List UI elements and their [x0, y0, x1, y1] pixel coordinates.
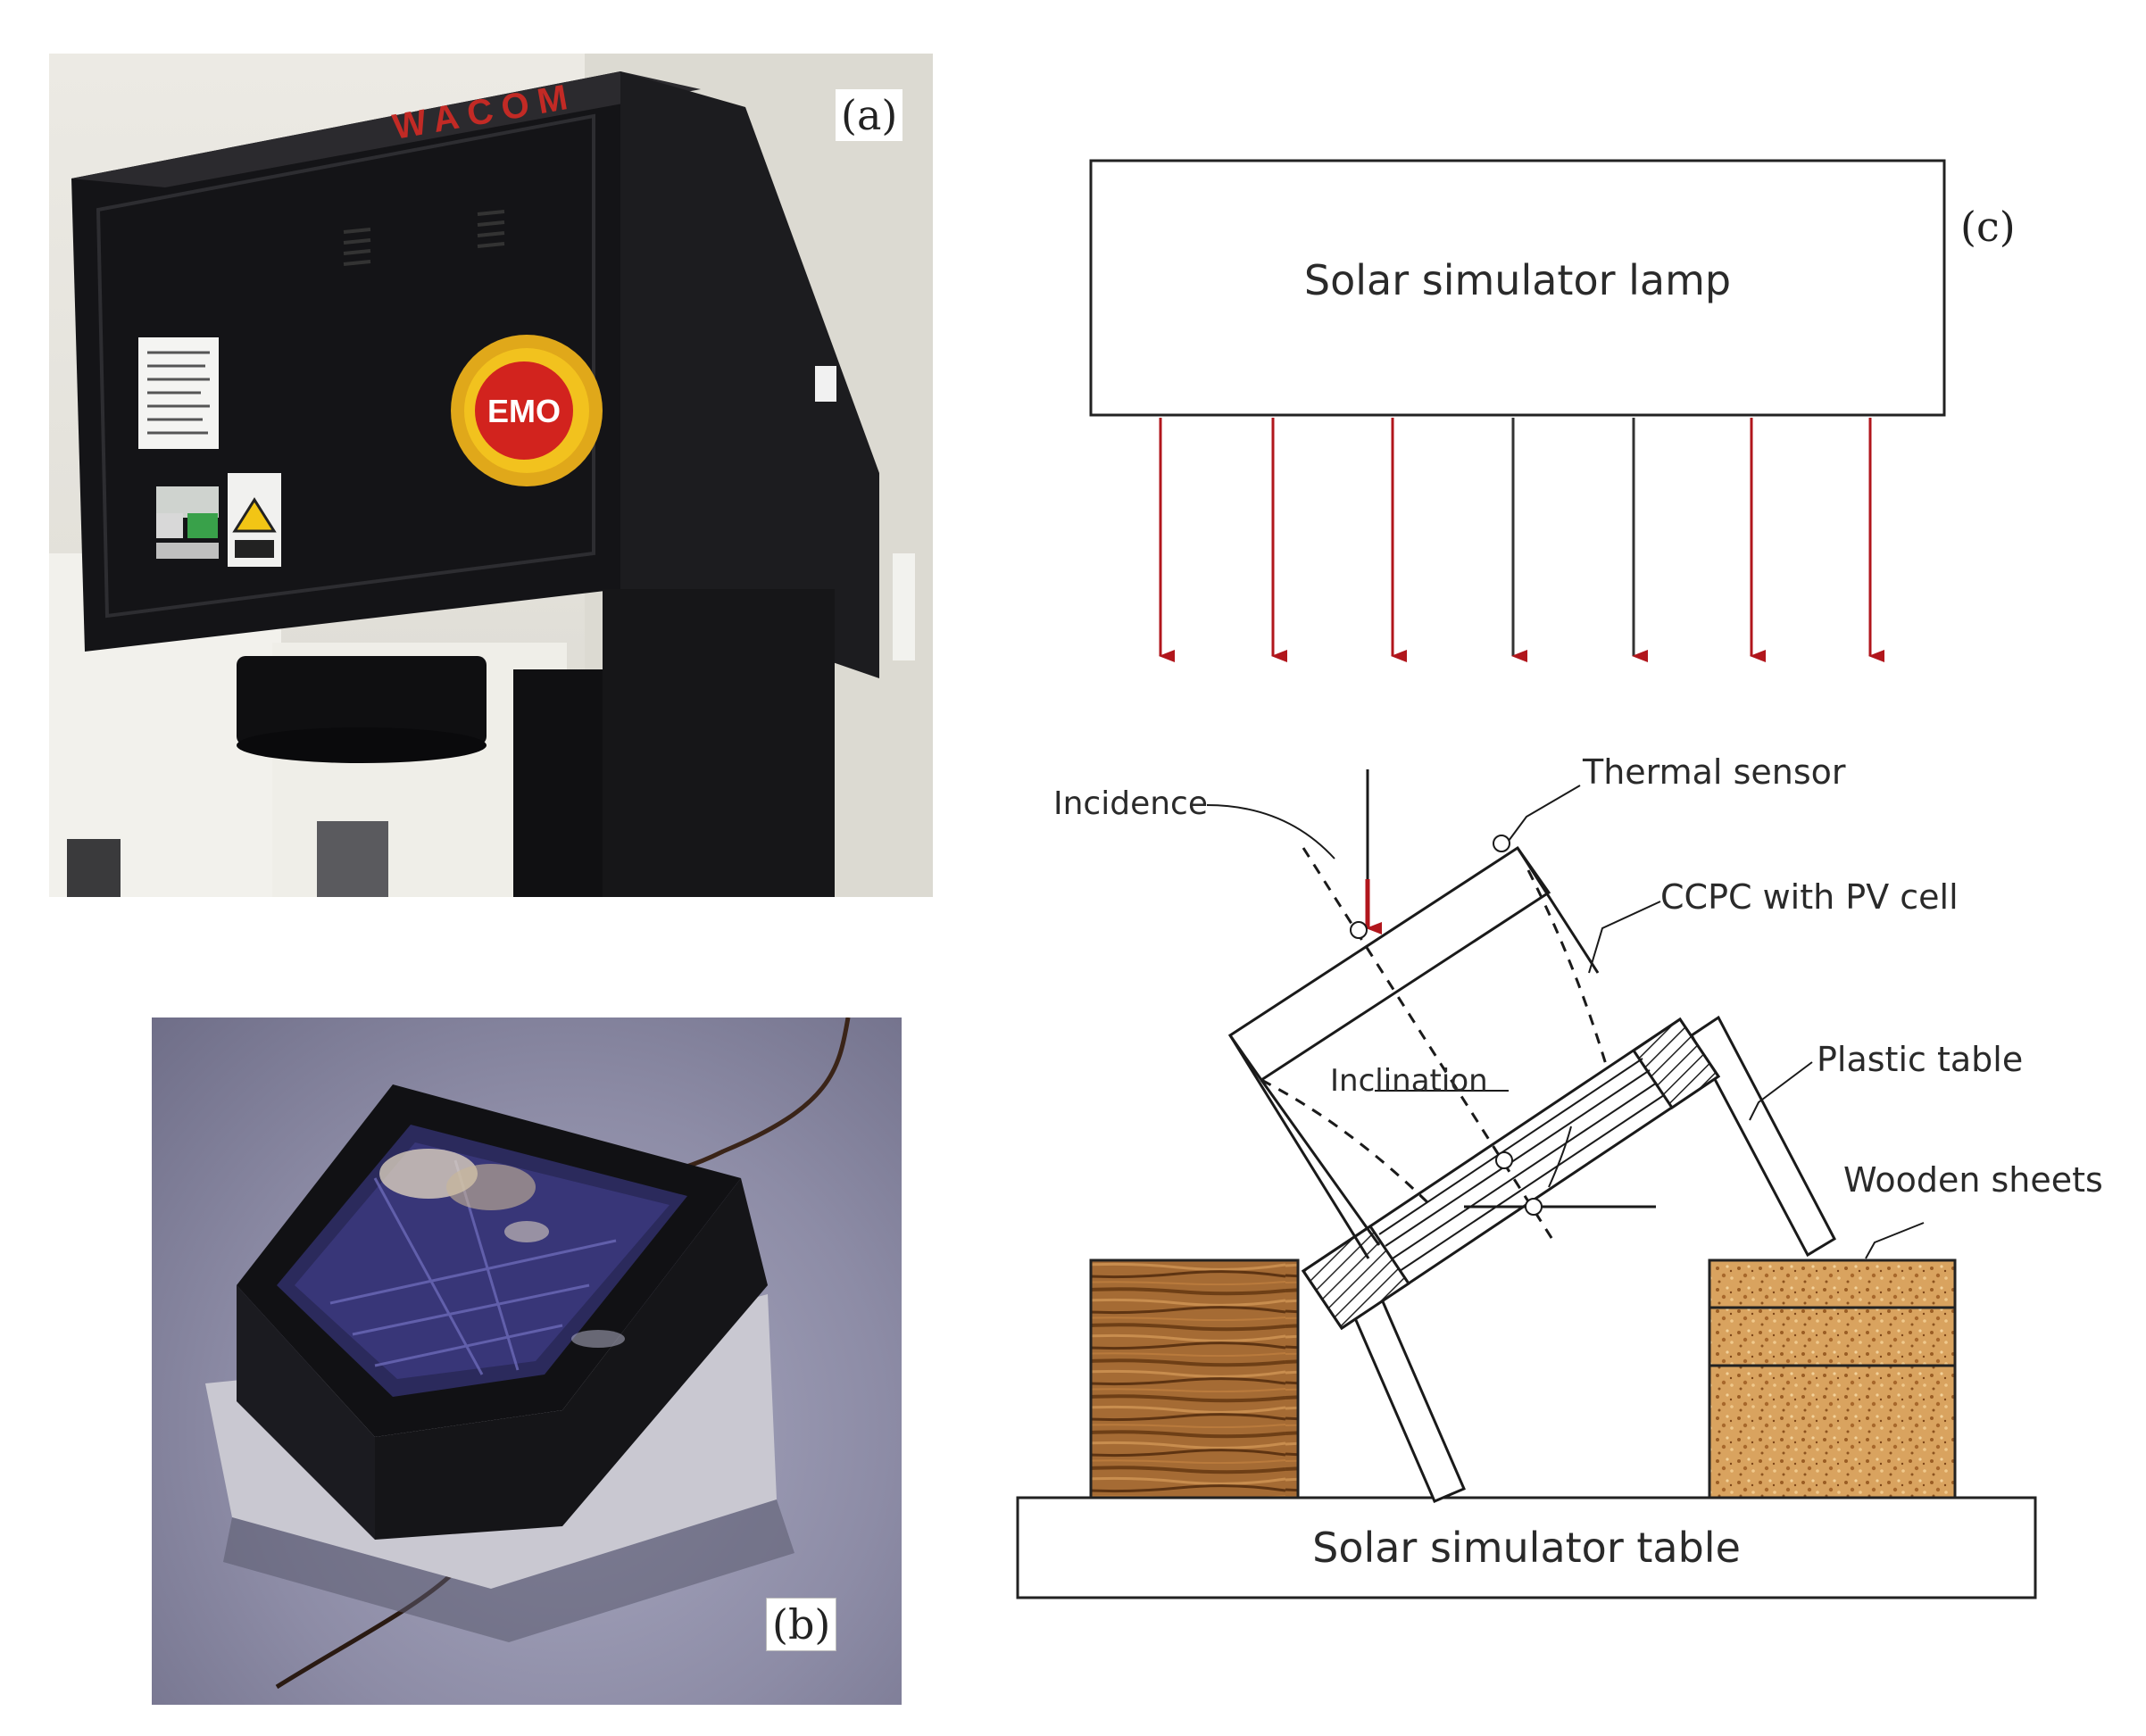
simulator-side-panel	[620, 71, 879, 678]
thermal-sensor-point	[1493, 835, 1510, 852]
thermal-sensor-point	[1495, 1151, 1513, 1169]
solar-simulator-photo: EMO WACOM	[49, 54, 933, 897]
wooden-sheets-label: Wooden sheets	[1843, 1160, 2103, 1200]
thermal-sensor-point	[1350, 921, 1368, 939]
solar-simulator-table	[1016, 1496, 2037, 1599]
ccpc-label: CCPC with PV cell	[1660, 877, 1959, 917]
thermal-sensor-point	[1525, 1198, 1543, 1216]
incidence-label: Incidence	[1053, 785, 1208, 822]
panel-c-label: (c)	[1955, 201, 2021, 253]
wooden-block-left	[1089, 1258, 1300, 1499]
thermal-sensor-label: Thermal sensor	[1582, 752, 1846, 792]
light-rays	[1159, 418, 1884, 662]
panel-b-label: (b)	[766, 1598, 837, 1651]
panel-a-label: (a)	[836, 89, 903, 141]
ccpc-module-illustration	[205, 1018, 851, 1690]
ccpc-with-pv-cell	[1227, 845, 1600, 1259]
table-label: Solar simulator table	[1312, 1524, 1741, 1572]
lamp-label: Solar simulator lamp	[1304, 256, 1731, 304]
thermal-sensors	[1350, 835, 1543, 1216]
solar-simulator-illustration: EMO WACOM	[49, 54, 933, 897]
plastic-table-label: Plastic table	[1817, 1040, 2023, 1079]
inclination-label: Inclination	[1330, 1063, 1488, 1099]
wooden-sheets-stack	[1708, 1258, 1957, 1499]
ccpc-module-photo	[152, 1018, 902, 1705]
plastic-table-right-leg	[1690, 1015, 1836, 1258]
emo-button: EMO	[451, 335, 603, 486]
lamp-housing	[237, 656, 487, 745]
solar-simulator-lamp-box	[1089, 159, 1946, 417]
emo-button-label: EMO	[487, 393, 561, 429]
